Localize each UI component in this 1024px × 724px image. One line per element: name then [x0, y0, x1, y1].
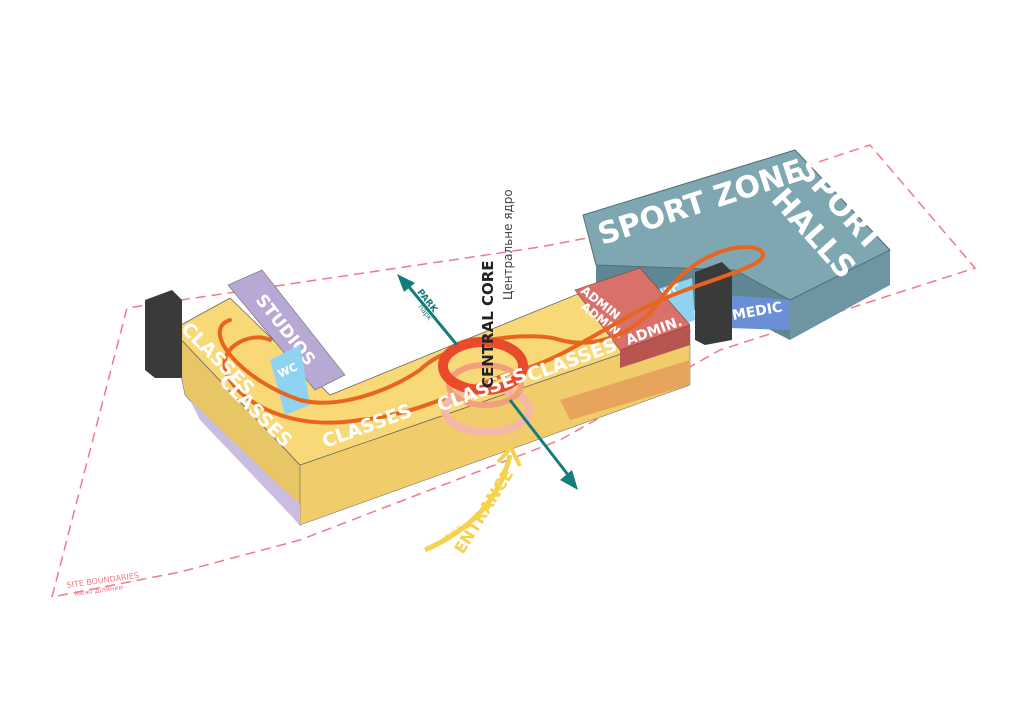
sport-zone-side-right: [790, 250, 890, 340]
circulation-path: [217, 245, 765, 425]
wc-block-left: [270, 345, 310, 415]
stair-core-left: [145, 290, 182, 378]
medic-block: [728, 295, 790, 330]
entrance-label: ENTRANCE: [450, 466, 517, 557]
entrance-arrow: [423, 454, 513, 553]
admin-side: [620, 325, 690, 368]
central-core-label: CENTRAL CORE: [479, 260, 497, 388]
park-arrowhead-icon: [397, 274, 415, 292]
entrance-arrowhead-icon: [496, 444, 522, 467]
park-arrow: [403, 281, 459, 346]
axis-arrowhead-icon: [560, 470, 578, 490]
lower-level-orange: [560, 360, 690, 420]
site-boundary-line: [51, 144, 977, 598]
core-ring: [438, 337, 528, 395]
central-core-label-ua: Центральне ядро: [501, 189, 515, 300]
axis-arrow-south: [508, 399, 574, 481]
lower-level-lilac: [190, 400, 300, 525]
